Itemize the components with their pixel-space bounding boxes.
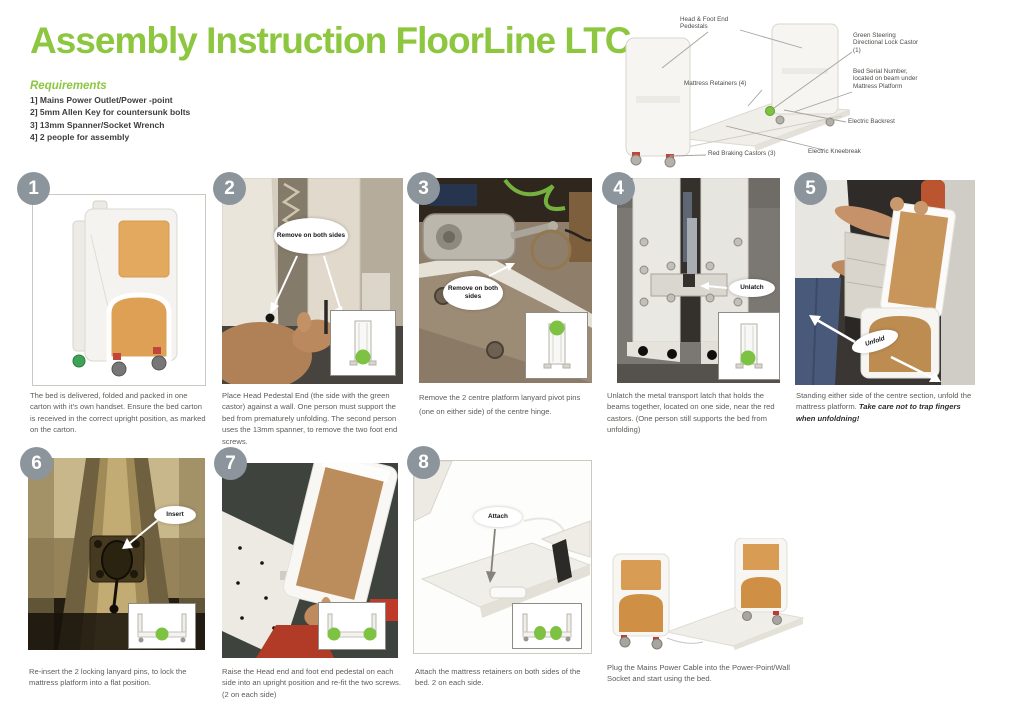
arrow-icon xyxy=(700,282,728,290)
step-1-photo xyxy=(32,194,206,386)
callout-bubble: Unlatch xyxy=(729,279,775,297)
step-number-badge: 1 xyxy=(17,172,50,205)
raise-pedestal-photo xyxy=(222,463,398,658)
callout-bubble: Attach xyxy=(474,507,522,527)
callout-bubble: Remove on both sides xyxy=(274,218,348,254)
step-8-caption: Attach the mattress retainers on both si… xyxy=(415,667,581,688)
folded-bed-product-image xyxy=(72,200,178,377)
green-castor-marker xyxy=(72,354,86,368)
label-electric-backrest: Electric Backrest xyxy=(848,118,895,125)
step-5-photo: Unfold xyxy=(795,180,975,385)
label-pedestals: Head & Foot End Pedestals xyxy=(680,16,729,31)
green-castor-marker xyxy=(765,106,775,116)
requirement-item: 1] Mains Power Outlet/Power -point xyxy=(30,95,173,105)
assembled-bed-illustration xyxy=(612,538,805,650)
green-dot-icon xyxy=(155,627,169,641)
callout-bubble: Insert xyxy=(154,506,196,524)
location-inset xyxy=(330,310,396,376)
step-1-caption: The bed is delivered, folded and packed … xyxy=(30,391,206,435)
arrow-icon xyxy=(809,315,941,382)
requirements-section: Requirements 1] Mains Power Outlet/Power… xyxy=(30,80,290,143)
step-5-caption-text: Standing either side of the centre secti… xyxy=(796,391,972,412)
step-number-badge: 7 xyxy=(214,447,247,480)
flat-bed-location-icon xyxy=(327,613,377,641)
arrow-icon xyxy=(488,263,515,277)
step-5-caption: Standing either side of the centre secti… xyxy=(796,390,980,424)
step-6-photo: Insert xyxy=(28,458,205,650)
label-green-castor: Green Steering Directional Lock Castor (… xyxy=(853,32,919,54)
step-8-photo: Attach xyxy=(413,460,592,654)
step-5-warning-text: Take care not to trap fingers when unfol… xyxy=(796,402,961,423)
green-dot-icon xyxy=(363,627,377,641)
label-electric-kneebreak: Electric Kneebreak xyxy=(808,148,861,155)
location-inset xyxy=(525,312,588,379)
step-number-badge: 8 xyxy=(407,446,440,479)
step-7-photo xyxy=(222,463,398,658)
location-inset xyxy=(718,312,780,380)
step-number-badge: 6 xyxy=(20,447,53,480)
unfold-platform-photo xyxy=(795,180,975,385)
step-6-caption: Re-insert the 2 locking lanyard pins, to… xyxy=(29,667,187,688)
flat-bed-location-icon xyxy=(522,613,572,642)
arrow-icon xyxy=(122,519,159,549)
callout-bubble: Remove on both sides xyxy=(443,276,503,310)
step-3-photo: Remove on both sides xyxy=(419,178,592,383)
flat-bed-location-icon xyxy=(137,613,187,643)
step-number-badge: 2 xyxy=(213,172,246,205)
green-dot-icon xyxy=(549,320,564,335)
step-2-caption: Place Head Pedestal End (the side with t… xyxy=(222,391,398,446)
green-dot-icon xyxy=(740,350,756,366)
folded-bed-location-icon xyxy=(543,320,570,368)
requirements-heading: Requirements xyxy=(30,80,107,92)
label-serial-number: Bed Serial Number, located on beam under… xyxy=(853,68,918,90)
final-bed-image xyxy=(607,538,805,650)
requirement-item: 2] 5mm Allen Key for countersunk bolts xyxy=(30,107,191,118)
final-step-caption: Plug the Mains Power Cable into the Powe… xyxy=(607,663,790,684)
location-inset xyxy=(512,603,582,649)
location-inset xyxy=(128,603,196,649)
green-dot-icon xyxy=(550,626,562,640)
folded-bed-location-icon xyxy=(735,323,763,369)
page-title: Assembly Instruction FloorLine LTC xyxy=(30,20,632,61)
step-4-photo: Unlatch xyxy=(617,178,780,383)
requirement-item: 3] 13mm Spanner/Socket Wrench xyxy=(30,119,165,130)
green-dot-icon xyxy=(534,626,546,640)
folded-bed-location-icon xyxy=(349,320,377,366)
label-mattress-retainers: Mattress Retainers (4) xyxy=(684,80,747,87)
step-number-badge: 5 xyxy=(794,172,827,205)
location-inset xyxy=(318,602,386,650)
arrow-icon xyxy=(486,528,496,583)
transport-latch-photo xyxy=(617,178,780,383)
remove-screws-photo xyxy=(222,178,403,384)
step-4-caption: Unlatch the metal transport latch that h… xyxy=(607,391,775,435)
step-3-caption: Remove the 2 centre platform lanyard piv… xyxy=(419,393,581,417)
green-dot-icon xyxy=(327,627,341,641)
step-number-badge: 4 xyxy=(602,172,635,205)
step-7-caption: Raise the Head end and foot end pedestal… xyxy=(222,667,401,699)
step-number-badge: 3 xyxy=(407,172,440,205)
requirement-item: 4] 2 people for assembly xyxy=(30,132,130,143)
label-red-castors: Red Braking Castors (3) xyxy=(708,150,776,157)
diagram-leader-lines xyxy=(661,29,853,157)
bed-illustration xyxy=(625,23,853,168)
step-2-photo: Remove on both sides xyxy=(222,178,403,384)
green-dot-icon xyxy=(355,349,371,365)
bed-overview-diagram: Head & Foot End Pedestals Green Steering… xyxy=(612,8,1024,170)
